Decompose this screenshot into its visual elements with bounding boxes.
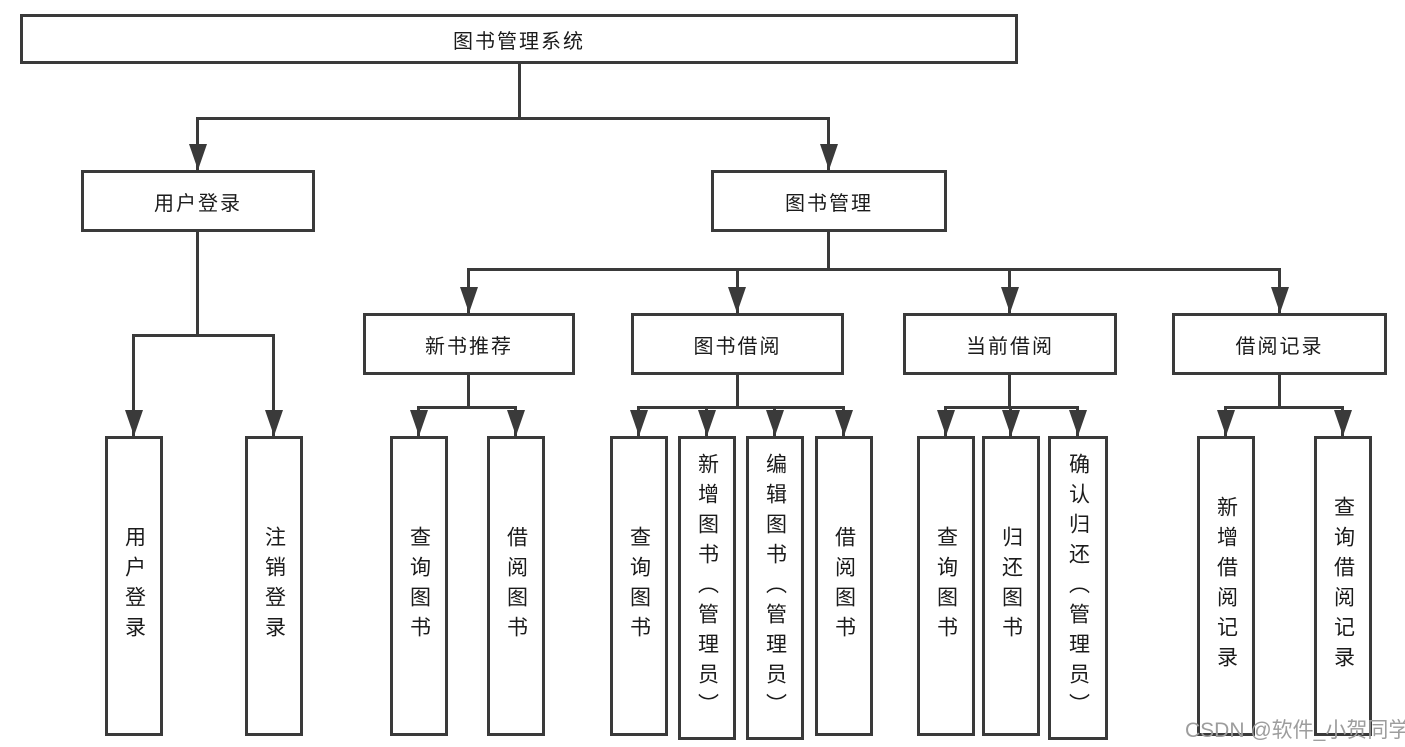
connector-line bbox=[132, 334, 135, 436]
connector-line bbox=[1224, 406, 1343, 409]
node-current-borrow: 当前借阅 bbox=[903, 313, 1117, 375]
node-label: 用户登录 bbox=[122, 526, 146, 646]
leaf-confirm-return-admin: 确认归还（管理员） bbox=[1048, 436, 1108, 740]
leaf-query-book-borrow: 查询图书 bbox=[610, 436, 668, 736]
arrowhead-icon bbox=[507, 410, 525, 436]
arrowhead-icon bbox=[1334, 410, 1352, 436]
node-label: 归还图书 bbox=[999, 526, 1023, 646]
arrowhead-icon bbox=[460, 287, 478, 313]
arrowhead-icon bbox=[937, 410, 955, 436]
leaf-return-book: 归还图书 bbox=[982, 436, 1040, 736]
arrowhead-icon bbox=[820, 144, 838, 170]
leaf-query-book-recommend: 查询图书 bbox=[390, 436, 448, 736]
connector-line bbox=[827, 117, 830, 170]
connector-line bbox=[736, 375, 739, 408]
arrowhead-icon bbox=[1002, 410, 1020, 436]
connector-line bbox=[827, 232, 830, 270]
node-label: 当前借阅 bbox=[966, 335, 1054, 358]
node-label: 新增图书（管理员） bbox=[695, 453, 719, 723]
node-label: 新书推荐 bbox=[425, 335, 513, 358]
connector-line bbox=[1008, 375, 1011, 408]
node-root-system: 图书管理系统 bbox=[20, 14, 1018, 64]
node-label: 注销登录 bbox=[262, 526, 286, 646]
node-book-management: 图书管理 bbox=[711, 170, 947, 232]
leaf-add-borrow-record: 新增借阅记录 bbox=[1197, 436, 1255, 736]
node-label: 新增借阅记录 bbox=[1214, 496, 1238, 676]
arrowhead-icon bbox=[1069, 410, 1087, 436]
arrowhead-icon bbox=[410, 410, 428, 436]
arrowhead-icon bbox=[265, 410, 283, 436]
connector-line bbox=[1278, 375, 1281, 408]
node-label: 借阅图书 bbox=[504, 526, 528, 646]
connector-line bbox=[637, 406, 845, 409]
node-label: 图书借阅 bbox=[693, 335, 782, 358]
node-label: 查询图书 bbox=[627, 526, 651, 646]
connector-line bbox=[467, 268, 1280, 271]
connector-line bbox=[467, 375, 470, 408]
node-label: 图书管理 bbox=[785, 192, 873, 215]
connector-line bbox=[132, 334, 275, 337]
connector-line bbox=[196, 117, 830, 120]
node-label: 图书管理系统 bbox=[453, 30, 585, 53]
connector-line bbox=[417, 406, 517, 409]
csdn-watermark: CSDN @软件_小贺同学 bbox=[1185, 719, 1405, 742]
arrowhead-icon bbox=[1217, 410, 1235, 436]
arrowhead-icon bbox=[189, 144, 207, 170]
node-label: 借阅图书 bbox=[832, 526, 856, 646]
leaf-edit-book-admin: 编辑图书（管理员） bbox=[746, 436, 804, 740]
connector-line bbox=[196, 232, 199, 336]
leaf-borrow-book-recommend: 借阅图书 bbox=[487, 436, 545, 736]
node-label: 查询借阅记录 bbox=[1331, 496, 1355, 676]
leaf-query-book-current: 查询图书 bbox=[917, 436, 975, 736]
arrowhead-icon bbox=[1001, 287, 1019, 313]
node-book-borrow: 图书借阅 bbox=[631, 313, 844, 375]
arrowhead-icon bbox=[835, 410, 853, 436]
leaf-query-borrow-record: 查询借阅记录 bbox=[1314, 436, 1372, 736]
arrowhead-icon bbox=[1271, 287, 1289, 313]
connector-line bbox=[518, 64, 521, 118]
node-label: 查询图书 bbox=[934, 526, 958, 646]
leaf-borrow-book: 借阅图书 bbox=[815, 436, 873, 736]
node-new-book-recommend: 新书推荐 bbox=[363, 313, 575, 375]
arrowhead-icon bbox=[630, 410, 648, 436]
node-label: 确认归还（管理员） bbox=[1066, 453, 1090, 723]
arrowhead-icon bbox=[728, 287, 746, 313]
arrowhead-icon bbox=[125, 410, 143, 436]
node-label: 查询图书 bbox=[407, 526, 431, 646]
connector-line bbox=[196, 117, 199, 170]
node-label: 编辑图书（管理员） bbox=[763, 453, 787, 723]
arrowhead-icon bbox=[766, 410, 784, 436]
node-borrow-records: 借阅记录 bbox=[1172, 313, 1387, 375]
leaf-user-login: 用户登录 bbox=[105, 436, 163, 736]
connector-line bbox=[272, 334, 275, 436]
leaf-add-book-admin: 新增图书（管理员） bbox=[678, 436, 736, 740]
arrowhead-icon bbox=[698, 410, 716, 436]
leaf-logout: 注销登录 bbox=[245, 436, 303, 736]
node-user-login: 用户登录 bbox=[81, 170, 315, 232]
node-label: 借阅记录 bbox=[1235, 335, 1324, 358]
node-label: 用户登录 bbox=[154, 192, 242, 215]
